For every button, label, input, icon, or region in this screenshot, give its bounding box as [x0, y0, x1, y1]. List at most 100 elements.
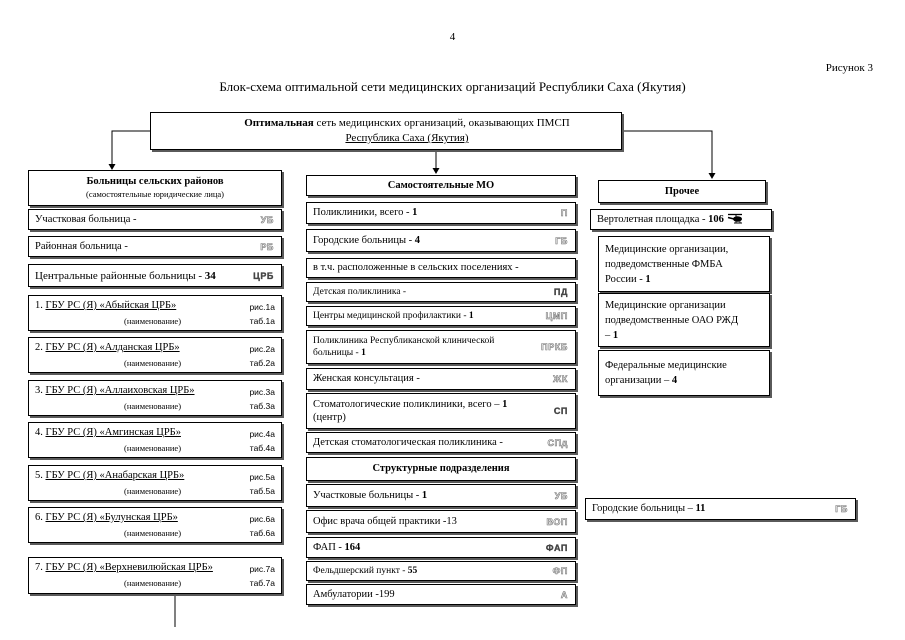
item-label-text: Участковые больницы - — [313, 489, 422, 501]
item-label: Вертолетная площадка - 106 — [597, 213, 744, 226]
crb-symbol-icon: ЦРБ — [253, 270, 274, 281]
gb-symbol-icon: ГБ — [835, 504, 848, 515]
crb-caption: (наименование) — [124, 443, 182, 453]
independent-item-dental-polyclinics: Стоматологические поликлиники, всего – 1… — [306, 393, 576, 429]
crb-item-4: 4. ГБУ РС (Я) «Амгинская ЦРБ» (наименова… — [28, 422, 282, 458]
structural-header: Структурные подразделения — [306, 457, 576, 481]
structural-item-gp-office: Офис врача общей практики -13 ВОП — [306, 510, 576, 533]
item-label-text: Стоматологические поликлиники, всего – — [313, 399, 503, 410]
figure-ref: рис.5а — [249, 472, 275, 482]
crb-link[interactable]: ГБУ РС (Я) «Верхневилюйская ЦРБ» — [45, 562, 213, 573]
zhk-symbol-icon: ЖК — [553, 374, 568, 385]
ub-symbol-icon: УБ — [260, 214, 274, 225]
crb-name: 3. ГБУ РС (Я) «Аллаиховская ЦРБ» — [35, 385, 195, 397]
crb-link[interactable]: ГБУ РС (Я) «Булунская ЦРБ» — [45, 512, 178, 523]
item-label: Детская поликлиника - — [313, 287, 407, 297]
root-lead-bold: Оптимальная — [244, 117, 314, 129]
independent-item-prevention-centers: Центры медицинской профилактики - 1 ЦМП — [306, 306, 576, 326]
crb-number: 1. — [35, 300, 43, 311]
other-item-federal: Федеральные медицинские организации – 4 — [598, 350, 770, 396]
figure-ref: рис.4а — [249, 429, 275, 439]
crb-item-2: 2. ГБУ РС (Я) «Алданская ЦРБ» (наименова… — [28, 337, 282, 373]
crb-caption: (наименование) — [124, 528, 182, 538]
crb-item-1: 1. ГБУ РС (Я) «Абыйская ЦРБ» (наименован… — [28, 295, 282, 331]
item-label-text: Фельдшерский пункт - — [313, 566, 408, 576]
city-hospitals-box: Городские больницы – 11 ГБ — [585, 498, 856, 520]
crb-link[interactable]: ГБУ РС (Я) «Амгинская ЦРБ» — [45, 427, 181, 438]
structural-item-feldsher-point: Фельдшерский пункт - 55 ФП — [306, 561, 576, 581]
structural-item-ambulatories: Амбулатории -199 А — [306, 584, 576, 605]
crb-link[interactable]: ГБУ РС (Я) «Алданская ЦРБ» — [45, 342, 180, 353]
independent-item-city-hospitals: Городские больницы - 4 ГБ — [306, 229, 576, 252]
crb-caption: (наименование) — [124, 578, 182, 588]
item-count: 1 — [421, 489, 428, 501]
crb-caption: (наименование) — [124, 401, 182, 411]
structural-header-title: Структурные подразделения — [372, 463, 510, 474]
crb-name: 2. ГБУ РС (Я) «Алданская ЦРБ» — [35, 342, 180, 354]
fap-symbol-icon: ФАП — [545, 542, 568, 553]
crb-name: 6. ГБУ РС (Я) «Булунская ЦРБ» — [35, 512, 178, 524]
item-label: Женская консультация - — [313, 373, 420, 384]
item-count: 4 — [671, 375, 678, 386]
vop-symbol-icon: ВОП — [546, 516, 568, 527]
root-lead-rest: сеть медицинских организаций, оказывающи… — [313, 117, 570, 129]
spd-symbol-icon: СПд — [547, 437, 568, 448]
other-item-helipad: Вертолетная площадка - 106 — [590, 209, 772, 230]
item-label: Федеральные медицинские организации – 4 — [605, 358, 755, 388]
crb-name: 4. ГБУ РС (Я) «Амгинская ЦРБ» — [35, 427, 181, 439]
item-label: Медицинские организации подведомственные… — [605, 298, 745, 343]
crb-link[interactable]: ГБУ РС (Я) «Анабарская ЦРБ» — [45, 470, 185, 481]
item-label: Детская стоматологическая поликлиника - — [313, 436, 503, 448]
crb-link[interactable]: ГБУ РС (Я) «Абыйская ЦРБ» — [45, 300, 177, 311]
table-ref: таб.6а — [249, 528, 275, 538]
crb-item-7: 7. ГБУ РС (Я) «Верхневилюйская ЦРБ» (наи… — [28, 557, 282, 594]
independent-item-children-dental: Детская стоматологическая поликлиника - … — [306, 432, 576, 453]
crb-link[interactable]: ГБУ РС (Я) «Аллаиховская ЦРБ» — [45, 385, 195, 396]
crb-number: 2. — [35, 342, 43, 353]
table-ref: таб.5а — [249, 486, 275, 496]
table-ref: таб.7а — [249, 578, 275, 588]
item-label: Медицинские организации, подведомственны… — [605, 242, 755, 287]
item-label: Участковые больницы - 1 — [313, 490, 427, 502]
item-label-block: Стоматологические поликлиники, всего – 1… — [313, 398, 507, 424]
item-label-text: Медицинские организации, подведомственны… — [605, 243, 729, 285]
crb-number: 3. — [35, 385, 43, 396]
other-item-rzd: Медицинские организации подведомственные… — [598, 293, 770, 347]
crb-name: 7. ГБУ РС (Я) «Верхневилюйская ЦРБ» — [35, 562, 213, 574]
page-number: 4 — [449, 31, 456, 43]
independent-item-polyclinics: Поликлиники, всего - 1 П — [306, 202, 576, 224]
crb-number: 5. — [35, 470, 43, 481]
table-ref: таб.2а — [249, 358, 275, 368]
cmp-symbol-icon: ЦМП — [545, 311, 568, 322]
crb-number: 4. — [35, 427, 43, 438]
rural-item-district-hospital: Участковая больница - УБ — [28, 209, 282, 230]
crb-name: 1. ГБУ РС (Я) «Абыйская ЦРБ» — [35, 300, 176, 312]
figure-ref: рис.7а — [249, 564, 275, 574]
rb-symbol-icon: РБ — [260, 241, 274, 252]
item-label: Поликлиники, всего - 1 — [313, 207, 417, 219]
item-count: 1 — [502, 399, 508, 410]
crb-caption: (наименование) — [124, 358, 182, 368]
item-label-text: Поликлиника Республиканской клинической … — [313, 336, 495, 358]
figure-ref: рис.1а — [249, 302, 275, 312]
table-ref: таб.4а — [249, 443, 275, 453]
structural-item-district-hospitals: Участковые больницы - 1 УБ — [306, 484, 576, 507]
item-label-text: Центры медицинской профилактики - — [313, 311, 469, 321]
helicopter-icon — [727, 213, 742, 224]
rural-item-central-hospitals: Центральные районные больницы - 34 ЦРБ — [28, 264, 282, 287]
connector-to-other — [622, 130, 713, 174]
p-symbol-icon: П — [560, 208, 568, 219]
item-count: 1 — [361, 348, 366, 358]
crb-caption: (наименование) — [124, 316, 182, 326]
table-ref: таб.3а — [249, 401, 275, 411]
arrowhead-other — [708, 173, 716, 179]
item-count: 34 — [204, 269, 216, 282]
item-label: Городские больницы - 4 — [313, 235, 420, 247]
gb-symbol-icon: ГБ — [555, 235, 568, 246]
root-region: Республика Саха (Якутия) — [345, 132, 469, 144]
item-label-text: Городские больницы - — [313, 234, 415, 246]
table-ref: таб.1а — [249, 316, 275, 326]
item-label-text: Вертолетная площадка - — [597, 214, 709, 225]
